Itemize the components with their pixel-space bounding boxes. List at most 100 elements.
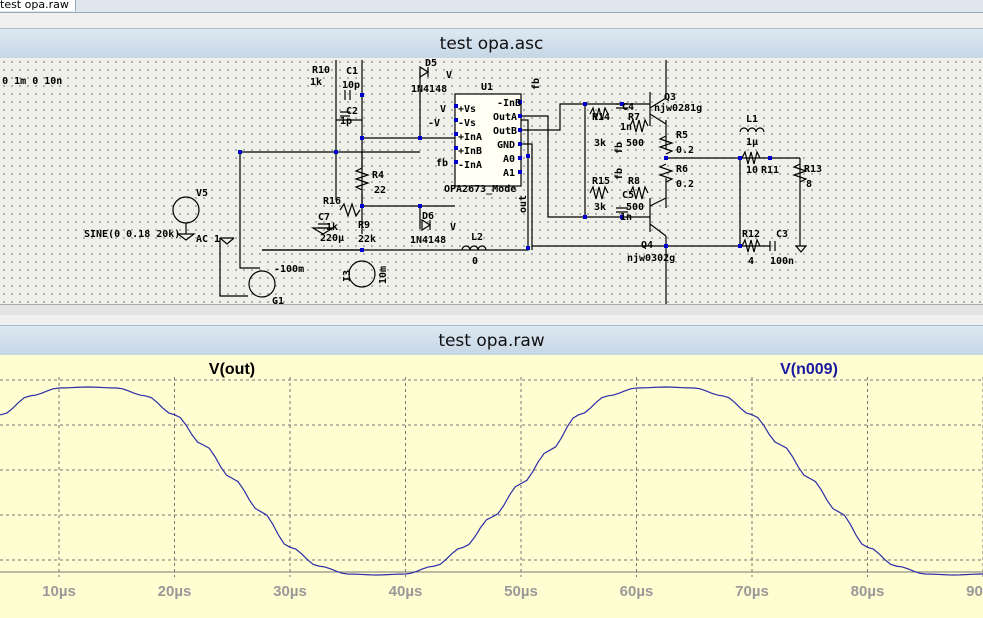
r10-label: R10 <box>312 65 330 76</box>
c5-label: C5 <box>622 190 634 201</box>
fb-label-mid-2: fb <box>614 168 625 180</box>
r4-value: 22 <box>374 185 386 196</box>
r12-label: R12 <box>742 229 760 240</box>
i3-value: 10m <box>378 266 389 284</box>
r6-value: 0.2 <box>676 179 694 190</box>
vneg-pin-label: -V <box>428 118 440 129</box>
trace-label-vout[interactable]: V(out) <box>209 361 255 378</box>
v5-ac: AC 1 <box>196 234 220 245</box>
g1-value: -100m <box>274 264 304 275</box>
x-axis-ticks: 10µs 20µs 30µs 40µs 50µs 60µs 70µs 80µs 90µs <box>42 583 983 600</box>
x-tick-label: 20µs <box>158 583 192 600</box>
r7-value: 500 <box>626 138 644 149</box>
d6-label: D6 <box>422 211 434 222</box>
r4-label: R4 <box>372 170 384 181</box>
l2-label: L2 <box>471 232 483 243</box>
c3-label: C3 <box>776 229 788 240</box>
r11-label: R11 <box>761 165 779 176</box>
plot-grid <box>0 377 983 577</box>
schematic-canvas[interactable]: .tran 0 1m 0 10n R10 1k C1 10p C2 1p D5 … <box>0 58 983 304</box>
document-tab-bar: test opa.raw <box>0 0 983 13</box>
pane-splitter[interactable] <box>0 304 983 315</box>
r7-label: R7 <box>628 112 640 123</box>
q4-label: Q4 <box>641 240 653 251</box>
pin-inan: -InA <box>458 160 482 171</box>
sim-directive[interactable]: .tran 0 1m 0 10n <box>0 76 62 87</box>
r13-value: 8 <box>806 179 812 190</box>
x-tick-label: 10µs <box>42 583 76 600</box>
d5-value: 1N4148 <box>411 84 447 95</box>
r8-value: 500 <box>626 202 644 213</box>
c3-value: 100n <box>770 256 794 267</box>
v-net-label-2: V <box>450 222 456 233</box>
document-tab[interactable]: test opa.raw <box>0 0 76 11</box>
pin-inap: +InA <box>458 132 482 143</box>
x-tick-label: 90µs <box>966 583 983 600</box>
c1-value: 10p <box>342 80 360 91</box>
pin-a1: A1 <box>503 168 515 179</box>
x-tick-label: 30µs <box>273 583 307 600</box>
i3-label: I3 <box>342 270 353 282</box>
fb-label-top: fb <box>531 78 542 90</box>
c2-value: 1p <box>340 116 352 127</box>
r5-value: 0.2 <box>676 145 694 156</box>
waveform-plot[interactable]: V(out) V(n009) 10µs 20µs 30µs 40µs 50µs 60µs 7… <box>0 355 983 618</box>
r13-label: R13 <box>804 164 822 175</box>
r9-label: R9 <box>358 220 370 231</box>
l2-value: 0 <box>472 256 478 267</box>
d5-label: D5 <box>425 58 437 69</box>
r16-label: R16 <box>323 196 341 207</box>
trace-label-vn009[interactable]: V(n009) <box>780 361 838 378</box>
pin-vsn: -Vs <box>458 118 476 129</box>
c4-value: 1n <box>620 122 632 133</box>
q3-model: njw0281g <box>654 102 702 114</box>
c1-label: C1 <box>346 66 358 77</box>
l1-value: 1µ <box>746 137 758 148</box>
r15-value: 3k <box>594 202 606 213</box>
r5-label: R5 <box>676 130 688 141</box>
r10-value: 1k <box>310 77 322 88</box>
x-tick-label: 70µs <box>735 583 769 600</box>
l1-label: L1 <box>746 114 758 125</box>
c2-label: C2 <box>346 106 358 117</box>
u1-label: U1 <box>481 82 493 93</box>
v-pin-label: V <box>440 104 446 115</box>
r14-value: 3k <box>594 138 606 149</box>
pin-vsp: +Vs <box>458 104 476 115</box>
r6-label: R6 <box>676 164 688 175</box>
waveform-window-title[interactable]: test opa.raw <box>0 325 983 357</box>
q4-model: njw0302g <box>627 252 675 264</box>
fb-label-left: fb <box>436 158 448 169</box>
r12-value: 4 <box>748 256 754 267</box>
r11-value: 10 <box>746 165 758 176</box>
x-tick-label: 60µs <box>620 583 654 600</box>
r9-value: 22k <box>358 234 376 245</box>
c7-label: C7 <box>318 212 330 223</box>
pin-inbp: +InB <box>458 146 482 157</box>
r16-value: 1k <box>326 222 338 233</box>
out-net-label: out <box>518 195 529 213</box>
u1-model: OPA2673_Mode <box>444 184 516 195</box>
c4-label: C4 <box>622 102 634 113</box>
r8-label: R8 <box>628 176 640 187</box>
pin-outa: OutA <box>493 112 517 123</box>
schematic-window-title[interactable]: test opa.asc <box>0 28 983 60</box>
x-tick-label: 50µs <box>504 583 538 600</box>
v5-sine: SINE(0 0.18 20k) <box>84 229 180 240</box>
pin-a0: A0 <box>503 154 515 165</box>
v-net-label: V <box>446 70 452 81</box>
pin-gnd: GND <box>497 140 515 151</box>
d6-value: 1N4148 <box>410 235 446 246</box>
g1-label: G1 <box>272 296 284 304</box>
v5-label: V5 <box>196 188 208 199</box>
pin-outb: OutB <box>493 126 517 137</box>
trace-vout <box>0 386 983 576</box>
x-tick-label: 40µs <box>389 583 423 600</box>
q3-label: Q3 <box>664 92 676 103</box>
pin-inbn: -InB <box>497 98 521 109</box>
c7-value: 220µ <box>320 233 344 244</box>
fb-label-mid: fb <box>614 142 625 154</box>
x-tick-label: 80µs <box>851 583 885 600</box>
r15-label: R15 <box>592 176 610 187</box>
r14-label: R14 <box>592 112 610 123</box>
